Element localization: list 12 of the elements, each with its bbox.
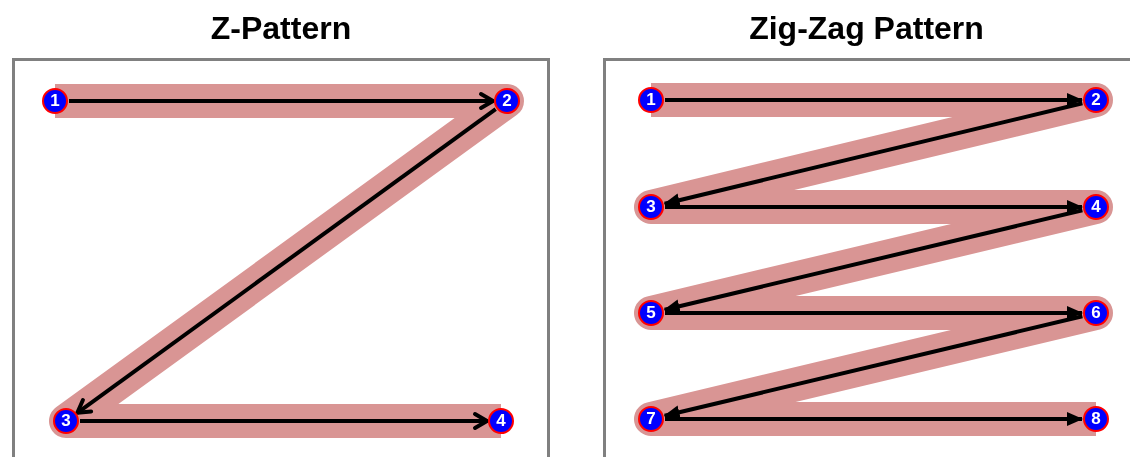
arrow bbox=[665, 93, 1083, 107]
arrow bbox=[69, 92, 495, 110]
arrow bbox=[665, 200, 1083, 214]
panel-heading: Z-Pattern bbox=[209, 9, 353, 48]
arrow bbox=[663, 208, 1083, 314]
arrow bbox=[80, 412, 489, 430]
arrow bbox=[663, 101, 1083, 208]
arrow bbox=[75, 107, 497, 415]
arrow bbox=[665, 306, 1083, 320]
arrow bbox=[665, 412, 1083, 426]
panel-heading: Zig-Zag Pattern bbox=[748, 9, 985, 48]
arrow bbox=[663, 314, 1083, 420]
